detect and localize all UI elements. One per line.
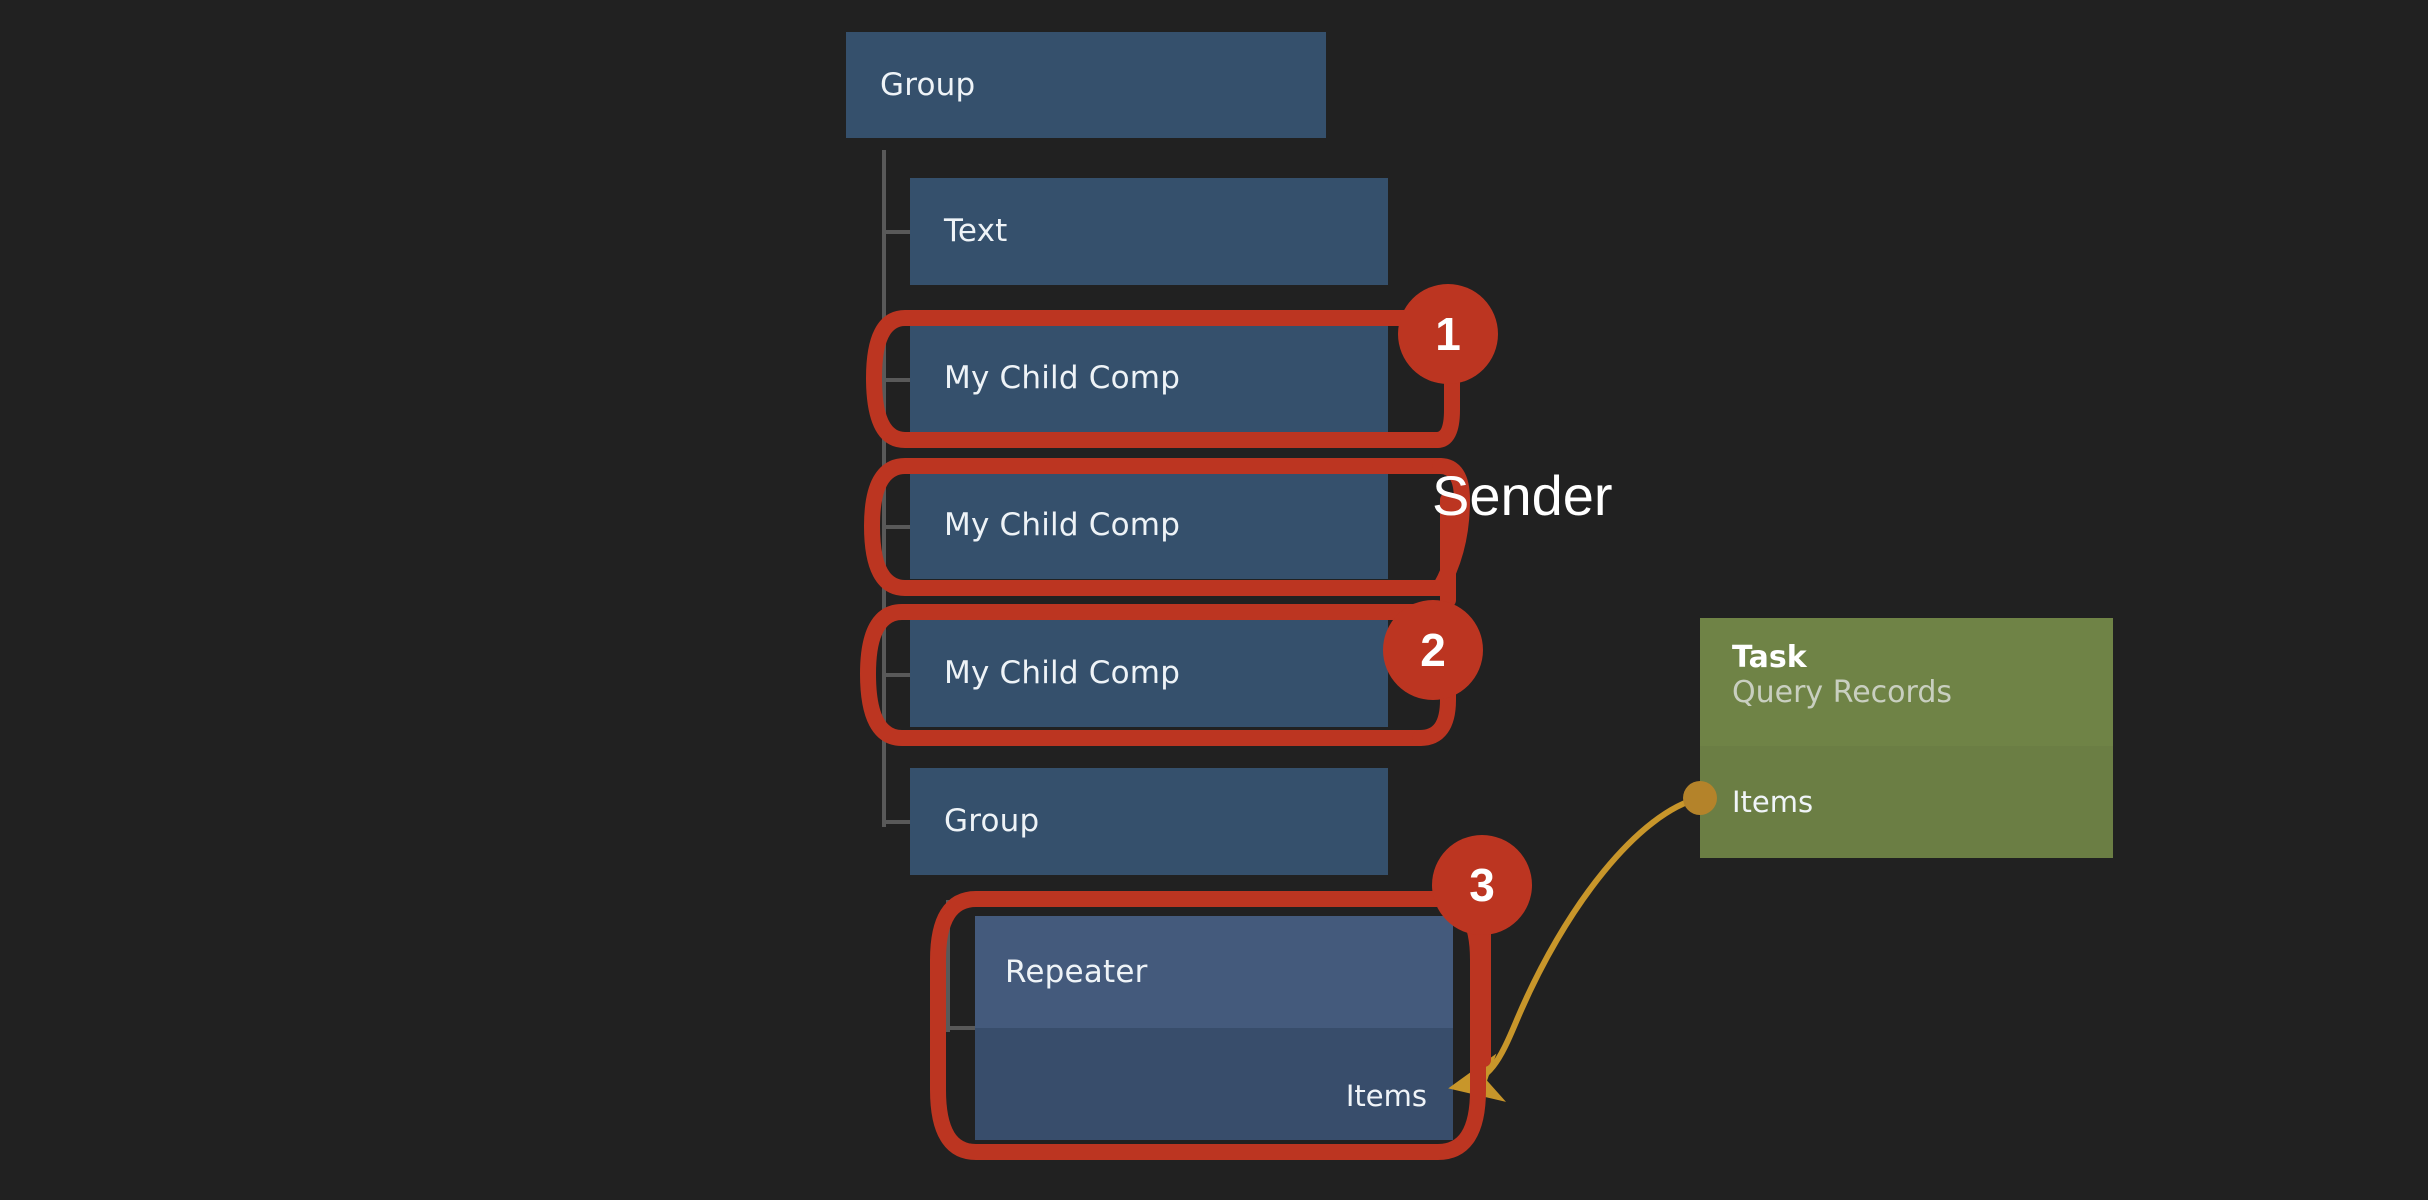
annotation-badge-2: 2	[1383, 600, 1483, 700]
node-my-child-comp-2[interactable]: My Child Comp	[910, 472, 1388, 579]
task-header: Task Query Records	[1700, 618, 2113, 746]
badge-number: 1	[1435, 308, 1461, 360]
callout-sender: Sender	[1432, 464, 1613, 527]
node-task[interactable]: Task Query Records Items	[1700, 618, 2113, 858]
node-group-child[interactable]: Group	[910, 768, 1388, 875]
node-group-root[interactable]: Group	[846, 32, 1326, 138]
node-label: My Child Comp	[944, 507, 1181, 543]
task-title: Task	[1732, 640, 1807, 675]
node-label: Text	[944, 213, 1008, 249]
node-label: Group	[944, 803, 1040, 839]
repeater-header: Repeater	[975, 916, 1453, 1028]
node-repeater[interactable]: Repeater Items	[975, 916, 1453, 1140]
annotation-badge-1: 1	[1398, 284, 1498, 384]
repeater-body: Items	[975, 1028, 1453, 1140]
badge-number: 2	[1420, 624, 1446, 676]
task-items-port[interactable]: Items	[1732, 785, 1814, 819]
annotation-badge-3: 3	[1432, 835, 1532, 935]
node-my-child-comp-3[interactable]: My Child Comp	[910, 620, 1388, 727]
node-my-child-comp-1[interactable]: My Child Comp	[910, 325, 1388, 432]
task-body: Items	[1700, 746, 2113, 858]
node-text[interactable]: Text	[910, 178, 1388, 285]
node-label: My Child Comp	[944, 360, 1181, 396]
node-label: Group	[880, 66, 976, 103]
node-label: Repeater	[1005, 953, 1148, 990]
badge-number: 3	[1469, 859, 1495, 911]
repeater-items-port[interactable]: Items	[1345, 1079, 1427, 1113]
task-subtitle: Query Records	[1732, 675, 1952, 711]
node-label: My Child Comp	[944, 655, 1181, 691]
